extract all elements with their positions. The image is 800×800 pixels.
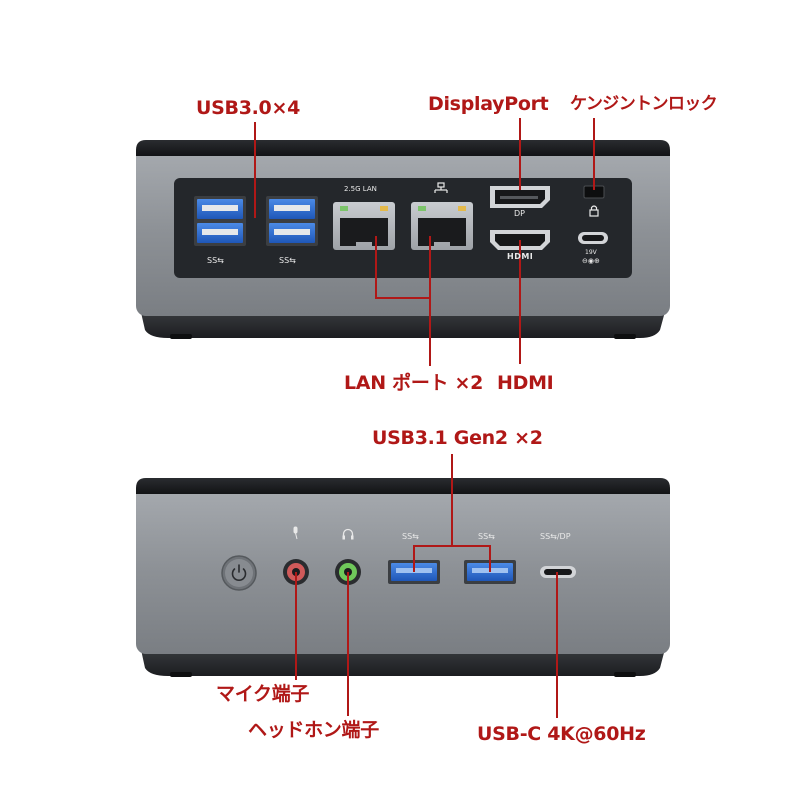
microphone-icon xyxy=(293,526,298,540)
marking-19v: 19V xyxy=(585,249,597,256)
callout-lines xyxy=(254,118,595,718)
power-icon xyxy=(231,564,247,581)
usb30-stack-right xyxy=(266,196,318,246)
usb30-stack-left xyxy=(194,196,246,246)
rear-foot-right xyxy=(614,334,636,339)
front-foot-left xyxy=(170,672,192,677)
front-foot-right xyxy=(614,672,636,677)
network-icon xyxy=(434,182,448,193)
callout-usb31: USB3.1 Gen2 ×2 xyxy=(372,427,543,449)
power-button xyxy=(221,555,257,591)
marking-usbc-ss-dp: SS⇆/DP xyxy=(540,532,571,541)
callout-usbc: USB-C 4K@60Hz xyxy=(477,723,646,745)
front-top-lid xyxy=(136,478,670,494)
marking-power-polarity: ⊖◉⊕ xyxy=(582,257,600,265)
callout-line-usb31 xyxy=(413,454,453,572)
front-view xyxy=(136,478,670,677)
callout-usb30: USB3.0×4 xyxy=(196,97,300,119)
lock-icon xyxy=(589,205,599,217)
callout-lan: LAN ポート ×2 xyxy=(344,372,484,394)
callout-kensington-lock: ケンジントンロック xyxy=(570,94,718,114)
callout-line-lan xyxy=(375,236,431,366)
lan-port-2 xyxy=(411,202,473,250)
rear-view xyxy=(136,140,670,339)
lan-port-1 xyxy=(333,202,395,250)
dc-power-in-port xyxy=(578,232,608,244)
callout-displayport: DisplayPort xyxy=(428,93,549,115)
marking-usb-ss-right: SS⇆ xyxy=(279,256,296,265)
rear-top-lid xyxy=(136,140,670,156)
callout-hdmi: HDMI xyxy=(497,372,554,394)
callout-line-usb31-2 xyxy=(452,545,491,572)
marking-usb-ss-left: SS⇆ xyxy=(207,256,224,265)
callout-mic: マイク端子 xyxy=(216,683,310,705)
headphone-icon xyxy=(342,528,354,540)
callout-headphone: ヘッドホン端子 xyxy=(248,719,379,741)
marking-hdmi-logo: HDMI xyxy=(507,252,534,261)
marking-front-usb-ss-right: SS⇆ xyxy=(478,532,495,541)
marking-dp: DP xyxy=(514,209,525,218)
marking-2-5g-lan: 2.5G LAN xyxy=(344,185,377,193)
marking-front-usb-ss-left: SS⇆ xyxy=(402,532,419,541)
displayport-port xyxy=(490,186,550,208)
rear-foot-left xyxy=(170,334,192,339)
